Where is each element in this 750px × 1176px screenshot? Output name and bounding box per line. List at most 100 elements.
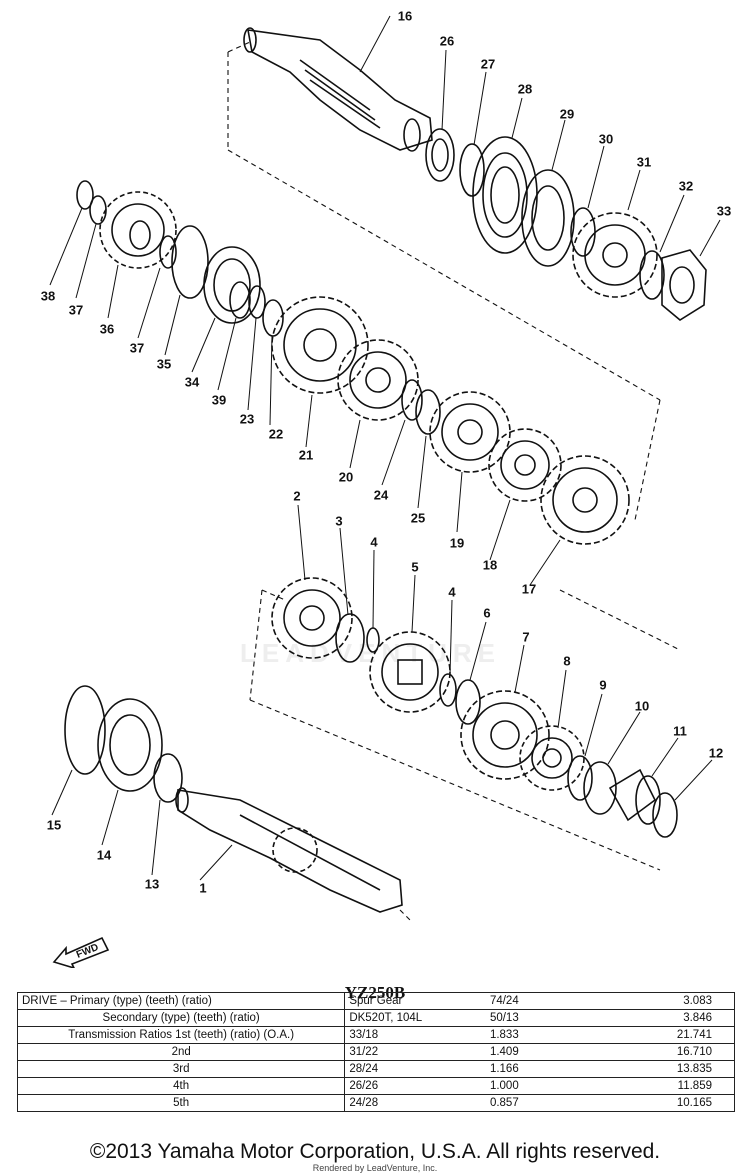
spec-type: DK520T, 104L	[344, 1009, 486, 1027]
part-27-circlip	[459, 71, 487, 197]
callout-18: 18	[482, 557, 498, 573]
callout-24: 24	[373, 487, 389, 503]
callout-6: 6	[483, 605, 491, 621]
part-8-gear	[519, 669, 585, 791]
part-15-circlip	[51, 685, 106, 816]
spec-ratio: 13.835	[600, 1060, 735, 1078]
assembly-boundary-lines	[227, 41, 681, 921]
callout-26: 26	[439, 33, 455, 49]
callout-36: 36	[99, 321, 115, 337]
spec-teeth: 50/13	[485, 1009, 601, 1027]
callout-7: 7	[522, 629, 530, 645]
part-1-drive-axle	[175, 787, 403, 913]
drive-spec-table: DRIVE – Primary (type) (teeth) (ratio)Sp…	[16, 992, 735, 1112]
spec-ratio: 3.083	[600, 992, 735, 1010]
callout-17: 17	[521, 581, 537, 597]
callout-14: 14	[96, 847, 112, 863]
callout-11: 11	[673, 723, 687, 739]
part-21-gear	[271, 296, 369, 448]
copyright-notice: ©2013 Yamaha Motor Corporation, U.S.A. A…	[89, 1140, 661, 1163]
part-7-gear	[460, 644, 550, 780]
callout-37-b: 37	[129, 340, 145, 356]
callout-22: 22	[268, 426, 284, 442]
callout-21: 21	[298, 447, 314, 463]
callout-9: 9	[599, 677, 607, 693]
spec-type: 24/28	[344, 1094, 486, 1112]
fwd-arrow-icon: FWD	[52, 936, 110, 968]
callout-2: 2	[293, 488, 301, 504]
spec-label: 5th	[16, 1094, 346, 1112]
part-2-gear	[271, 504, 353, 659]
callout-12: 12	[708, 745, 724, 761]
spec-ratio: 21.741	[600, 1026, 735, 1044]
part-13-washer	[151, 753, 183, 876]
callout-33: 33	[716, 203, 732, 219]
callout-30: 30	[598, 131, 614, 147]
spec-label: Secondary (type) (teeth) (ratio)	[16, 1009, 346, 1027]
spec-label: 2nd	[16, 1043, 346, 1061]
callout-15: 15	[46, 817, 62, 833]
part-32-lock-washer	[639, 194, 685, 300]
part-26-washer	[425, 49, 455, 182]
part-10-washer	[583, 711, 641, 815]
part-25-washer	[415, 389, 441, 509]
part-16-main-axle	[243, 15, 433, 152]
spec-row: DRIVE – Primary (type) (teeth) (ratio)Sp…	[16, 992, 735, 1010]
part-33-nut	[661, 219, 721, 321]
spec-row: Secondary (type) (teeth) (ratio)DK520T, …	[16, 1009, 735, 1027]
part-4-circlip	[366, 549, 380, 653]
callout-31: 31	[636, 154, 652, 170]
callout-34: 34	[184, 374, 200, 390]
part-4-circlip-b	[439, 599, 457, 707]
part-24-circlip	[381, 379, 423, 486]
spec-label: 3rd	[16, 1060, 346, 1078]
part-18-gear	[488, 428, 562, 561]
callout-37: 37	[68, 302, 84, 318]
callout-13: 13	[144, 876, 160, 892]
part-39-collar	[217, 281, 251, 391]
spec-type: 33/18	[344, 1026, 486, 1044]
callout-3: 3	[335, 513, 343, 529]
spec-ratio: 16.710	[600, 1043, 735, 1061]
spec-row: Transmission Ratios 1st (teeth) (ratio) …	[16, 1026, 735, 1044]
spec-teeth: 0.857	[485, 1094, 601, 1112]
part-14-bearing	[97, 698, 163, 846]
spec-ratio: 11.859	[600, 1077, 735, 1095]
spec-teeth: 1.409	[485, 1043, 601, 1061]
exploded-parts-diagram	[49, 15, 721, 921]
part-22-washer	[262, 299, 284, 426]
spec-teeth: 1.166	[485, 1060, 601, 1078]
callout-35: 35	[156, 356, 172, 372]
part-6-washer	[455, 621, 487, 725]
spec-type: 26/26	[344, 1077, 486, 1095]
rendered-by-notice: Rendered by LeadVenture, Inc.	[312, 1163, 438, 1173]
part-23-circlip	[247, 285, 266, 411]
callout-28: 28	[517, 81, 533, 97]
spec-teeth: 1.833	[485, 1026, 601, 1044]
callout-27: 27	[480, 56, 496, 72]
spec-label: 4th	[16, 1077, 346, 1095]
part-28-bearing	[472, 97, 538, 254]
part-29-oil-seal	[521, 119, 575, 267]
part-3-washer	[335, 527, 365, 663]
callout-39: 39	[211, 392, 227, 408]
callout-32: 32	[678, 178, 694, 194]
callout-23: 23	[239, 411, 255, 427]
callout-25: 25	[410, 510, 426, 526]
part-38-circlip	[49, 180, 94, 286]
part-12-circlip	[652, 759, 713, 838]
callout-4: 4	[370, 534, 378, 550]
callout-38: 38	[40, 288, 56, 304]
callout-1: 1	[199, 880, 207, 896]
spec-type: Spur Gear	[344, 992, 486, 1010]
callout-19: 19	[449, 535, 465, 551]
callout-4-b: 4	[448, 584, 456, 600]
spec-type: 28/24	[344, 1060, 486, 1078]
callout-29: 29	[559, 106, 575, 122]
part-36-kick-gear	[99, 191, 177, 319]
spec-type: 31/22	[344, 1043, 486, 1061]
spec-label: Transmission Ratios 1st (teeth) (ratio) …	[16, 1026, 346, 1044]
